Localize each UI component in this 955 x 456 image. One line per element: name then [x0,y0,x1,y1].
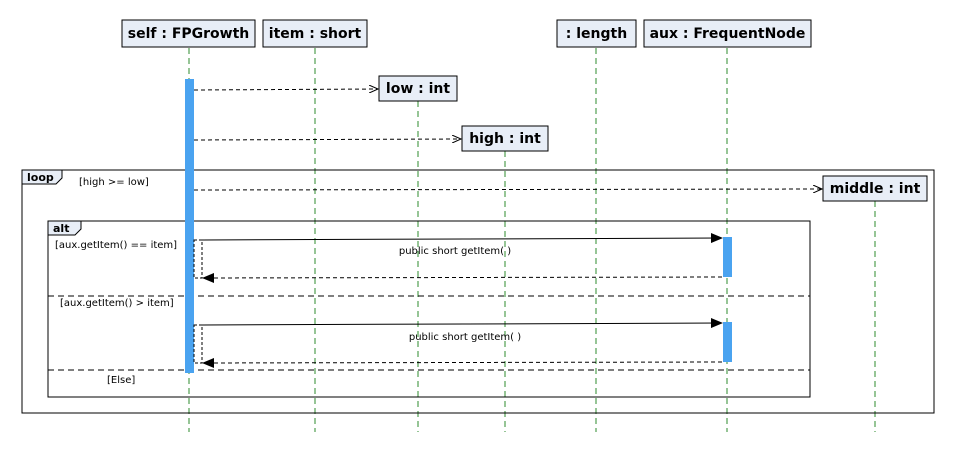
lifeline-label-fpgrowth: self : FPGrowth [128,26,250,42]
lifeline-header-aux: aux : FrequentNode [643,19,812,48]
created-label-low: low : int [386,81,450,97]
create-high-message [193,139,461,140]
loop-guard: [high >= low] [79,177,149,188]
lifeline-header-fpgrowth: self : FPGrowth [121,19,256,48]
loop-frame: loop [high >= low] [21,169,935,414]
lifeline-label-item: item : short [269,26,362,42]
alt-guard-3: [Else] [107,375,135,386]
lifeline-header-length: : length [556,19,637,48]
activation-fpgrowth [185,79,194,373]
loop-tag: loop [27,171,54,184]
alt-guard-2: [aux.getItem() > item] [60,298,174,309]
activation-aux-2 [723,322,732,362]
nested-activation-2 [193,324,203,364]
create-low-message [193,89,378,90]
alt-guard-1: [aux.getItem() == item] [55,240,177,251]
nested-activations [193,239,203,364]
return-message-2 [202,357,723,368]
activation-aux-1 [723,237,732,277]
created-label-high: high : int [469,131,541,147]
create-middle-message [193,189,822,190]
lifeline-header-item: item : short [262,19,368,48]
call-message-2: public short getItem( ) [201,318,723,368]
alt-frame: alt [aux.getItem() == item] [aux.getItem… [47,220,811,398]
call-message-label-1: public short getItem( ) [399,246,511,257]
created-box-middle: middle : int [822,175,928,202]
nested-activation-1 [193,239,203,279]
return-message-1 [202,272,723,283]
call-message-1: public short getItem( ) [201,233,723,283]
activations [185,79,732,373]
lifeline-label-aux: aux : FrequentNode [650,26,806,42]
call-message-label-2: public short getItem( ) [409,332,521,343]
created-label-middle: middle : int [830,181,921,197]
lifeline-label-length: : length [566,26,627,42]
created-box-low: low : int [378,75,458,102]
alt-tag: alt [53,222,69,235]
creation-messages [193,89,822,190]
created-box-high: high : int [461,125,549,152]
